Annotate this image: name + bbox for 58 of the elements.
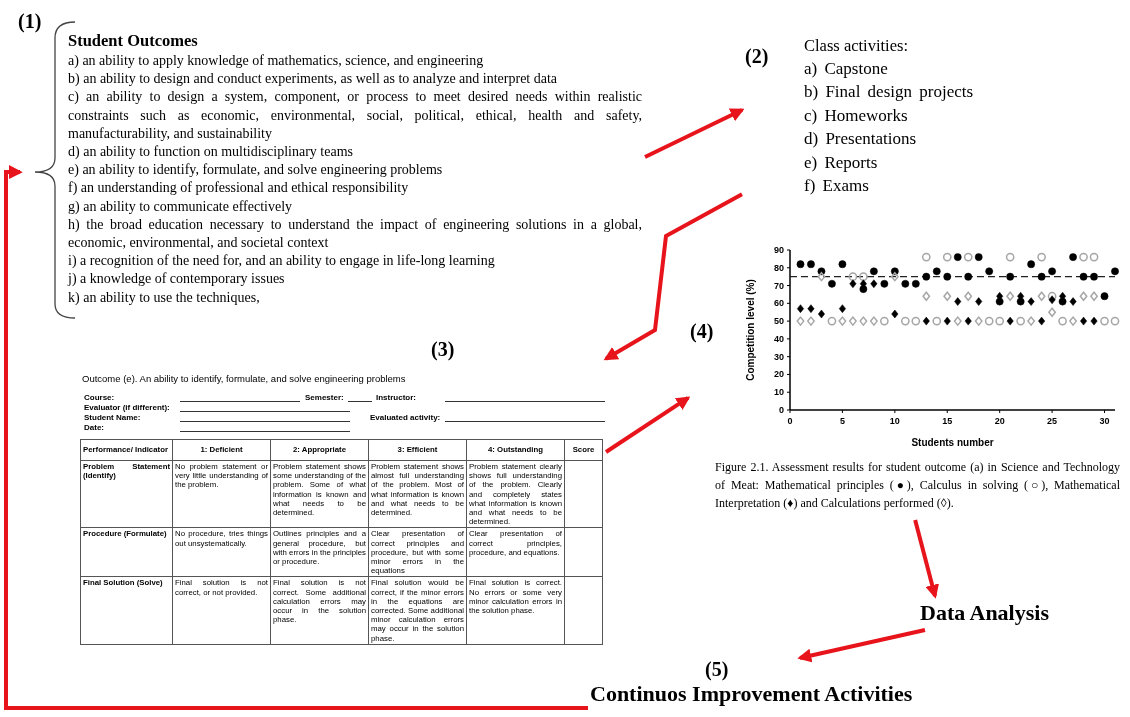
list-item: f) an understanding of professional and ethical responsibility <box>68 179 410 198</box>
list-item: e) Reports <box>804 152 878 173</box>
axis-title: Students number <box>911 437 994 448</box>
tick-label: 40 <box>774 333 784 344</box>
figure-caption: Figure 2.1. Assessment results for student outcome (a) in Science and Technology of Meat: Mathematical principles (●), Calculus in solving (○), Mathematical Interpretation (♦) and Calculations performed (◊). <box>715 459 1120 512</box>
form-label: Date: <box>84 423 104 432</box>
tick-label: 10 <box>889 416 900 426</box>
axis-title: Competition level (%) <box>745 279 756 381</box>
tick-label: 50 <box>774 316 784 327</box>
tick-label: 20 <box>994 416 1005 426</box>
form-label: Instructor: <box>376 393 416 402</box>
list-item: a) an ability to apply knowledge of mathematics, science, and engineering <box>68 52 485 70</box>
list-item: c) Homeworks <box>804 105 908 126</box>
step-label: Data Analysis <box>920 596 1075 630</box>
list-item: k) an ability to use the techniques, <box>68 288 261 307</box>
arrow <box>4 165 588 710</box>
tick-label: 60 <box>774 298 784 309</box>
step-number: (3) <box>431 338 455 360</box>
step-label: Continuos Improvement Activities <box>590 681 913 708</box>
tick-label: 20 <box>774 369 784 380</box>
list-item: e) an ability to identify, formulate, and solve engineering problems <box>68 161 444 180</box>
tick-label: 25 <box>1047 416 1058 426</box>
tick-label: 30 <box>1099 416 1110 426</box>
list-item: g) an ability to communicate effectively <box>68 197 294 216</box>
arrow <box>603 192 743 361</box>
arrow <box>604 396 691 454</box>
tick-label: 30 <box>774 351 784 362</box>
list-item: b) Final design projects <box>804 82 974 103</box>
section-heading: Student Outcomes <box>68 31 198 51</box>
step-number: (1) <box>18 10 42 32</box>
list-heading: Class activities: <box>804 36 909 56</box>
arrow <box>797 628 926 663</box>
tick-label: 80 <box>774 262 784 273</box>
form-title: Outcome (e). An ability to identify, formulate, and solve engineering problems <box>82 373 406 384</box>
form-label: Course: <box>84 393 115 402</box>
form-label: Evaluated activity: <box>370 413 441 422</box>
tick-label: 15 <box>942 416 953 426</box>
arrow <box>913 519 939 599</box>
tick-label: 0 <box>787 416 793 426</box>
list-item: a) Capstone <box>804 59 888 79</box>
list-item: i) a recognition of the need for, and an ability to engage in life-long learning <box>68 252 496 271</box>
tick-label: 10 <box>774 387 784 398</box>
tick-label: 90 <box>774 245 784 255</box>
list-item: d) Presentations <box>804 129 917 150</box>
tick-label: 5 <box>839 416 845 426</box>
list-item: d) an ability to function on multidisciplinary teams <box>68 143 354 161</box>
step-number: (2) <box>745 45 769 67</box>
list-item: b) an ability to design and conduct experiments, as well as to analyze and interpret data <box>68 70 559 89</box>
step-number: (5) <box>705 658 729 680</box>
step-number: (4) <box>690 320 714 342</box>
form-label: Evaluator (if different): <box>84 403 170 412</box>
list-item: f) Exams <box>804 176 869 196</box>
form-label: Student Name: <box>84 413 141 422</box>
arrow <box>644 108 745 159</box>
list-item: j) a knowledge of contemporary issues <box>68 270 286 289</box>
form-label: Semester: <box>305 393 344 402</box>
tick-label: 70 <box>774 280 784 291</box>
tick-label: 0 <box>779 405 784 415</box>
